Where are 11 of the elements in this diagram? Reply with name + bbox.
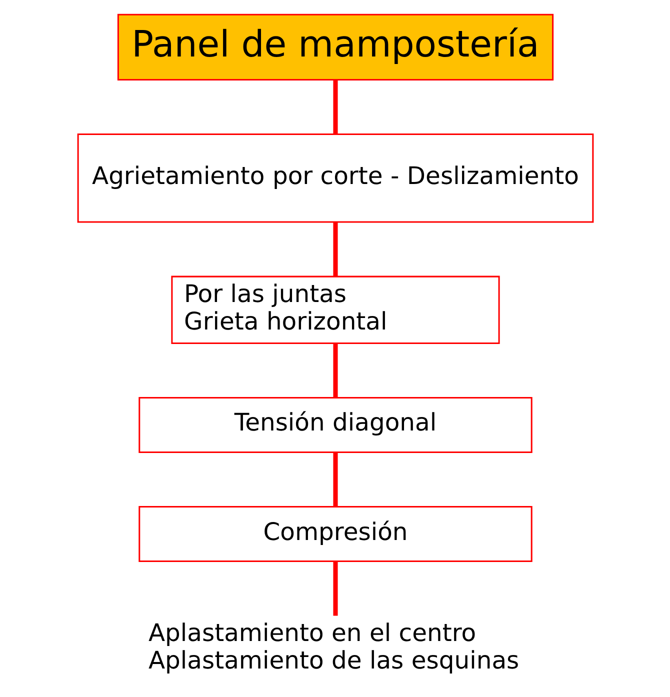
connector	[332, 80, 338, 134]
connector	[332, 452, 338, 507]
node-box: Compresión	[138, 506, 532, 562]
node-box: Por las juntas Grieta horizontal	[170, 276, 500, 344]
node-box: Agrietamiento por corte - Deslizamiento	[76, 133, 594, 223]
connector	[332, 562, 338, 616]
connector	[332, 343, 338, 398]
node-box: Panel de mampostería	[116, 14, 554, 80]
node-box: Tensión diagonal	[138, 396, 532, 453]
connector	[332, 222, 338, 276]
node-text: Aplastamiento en el centro Aplastamiento de las esquinas	[148, 619, 519, 674]
